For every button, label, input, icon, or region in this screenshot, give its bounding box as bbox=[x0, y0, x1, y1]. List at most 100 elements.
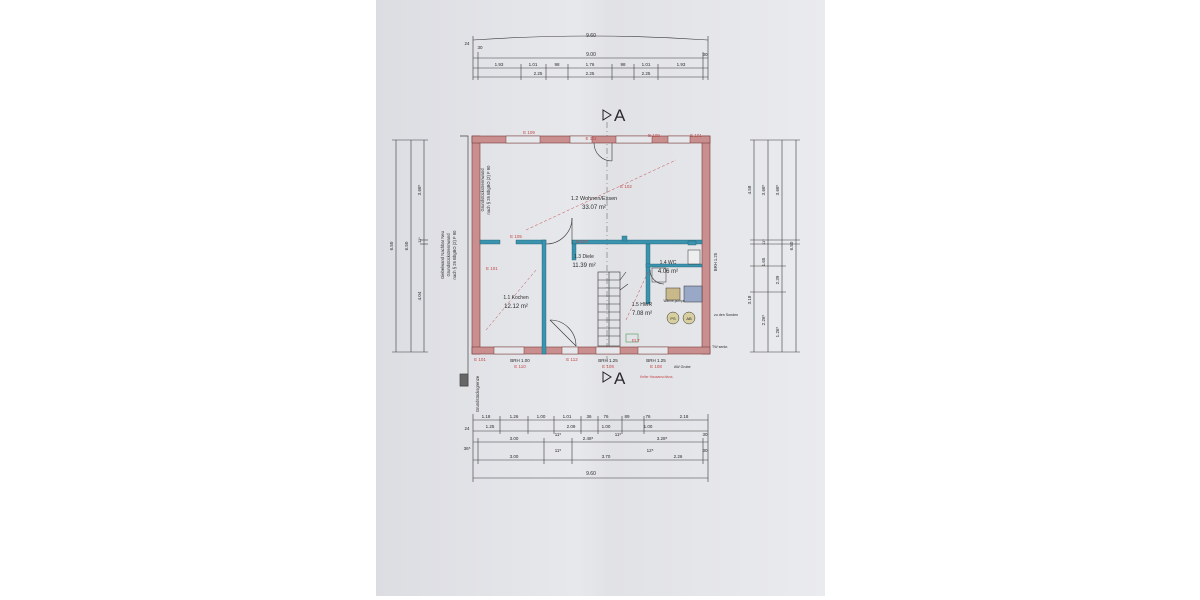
dim-left-4: 11⁵ bbox=[417, 237, 422, 243]
room-labels: 1.2 Wohnen/Essen 33.07 m² 1.3 Diele 11.3… bbox=[503, 196, 678, 317]
dim-top-r3-4: 1.76 bbox=[586, 62, 595, 67]
dim-bottom-r3-6: 3.28⁵ bbox=[657, 436, 668, 441]
staircase bbox=[597, 271, 629, 347]
dim-bottom-r4-4: 3.70 bbox=[602, 454, 611, 459]
dim-top-r4-2: 2.25 bbox=[586, 71, 595, 76]
tag-top-2: E 111 bbox=[585, 136, 597, 141]
top-dimension-chains bbox=[472, 35, 709, 80]
dim-top-total: 9.60 bbox=[586, 33, 596, 39]
dim-bottom-r2-3: 1.00 bbox=[602, 424, 611, 429]
plan-sheet: 9.60 24 30 9.00 30 1.93 1.01 98 1.76 98 … bbox=[376, 0, 825, 596]
fixture-tw: TW senkr. bbox=[712, 345, 728, 349]
tag-left-room: E 101 bbox=[486, 266, 498, 271]
fixture-ps: PS bbox=[670, 316, 676, 321]
dim-bottom-r1-5: 36 bbox=[586, 414, 592, 419]
section-label-top: A bbox=[614, 106, 626, 125]
dim-top-24: 24 bbox=[464, 41, 470, 46]
room-wc-name: 1.4 WC bbox=[660, 260, 677, 266]
dim-left-2: 6.50 bbox=[404, 241, 409, 250]
dim-bottom-r1-7: 89 bbox=[624, 414, 630, 419]
dim-bottom-r4-1: 36⁵ bbox=[464, 446, 471, 451]
dim-bottom-r1-1: 1.18 bbox=[482, 414, 491, 419]
fixture-ground-probes: zu den Sonden bbox=[714, 313, 738, 317]
fixture-outside: Keller Hausanschluss bbox=[640, 375, 673, 379]
room-diele-name: 1.3 Diele bbox=[574, 254, 594, 260]
dim-top-r3-2: 1.01 bbox=[529, 62, 538, 67]
tag-top-1: E 109 bbox=[523, 130, 535, 135]
window-tags: E 109 E 111 E 109 E 101 E 105 E 107 E 10… bbox=[474, 130, 718, 369]
tag-bottom-5: E 108 bbox=[650, 364, 662, 369]
tag-mid-left: E 105 bbox=[510, 234, 522, 239]
tag-mid-diag: E 102 bbox=[620, 184, 632, 189]
far-left-note-3: nach § 26 BbgBO (2) F 90 bbox=[452, 230, 457, 280]
dim-right-3: 3.68⁵ bbox=[775, 185, 780, 196]
floor-plan: 9.60 24 30 9.00 30 1.93 1.01 98 1.76 98 … bbox=[389, 33, 800, 482]
tag-mid-center: E 107 bbox=[576, 239, 588, 244]
dim-top-r3-1: 1.93 bbox=[495, 62, 504, 67]
section-mark-top: A bbox=[602, 106, 626, 125]
far-left-note-1: Giebelwand Nachbar Neu bbox=[440, 230, 445, 279]
dim-bottom-r3-3: 11⁵ bbox=[555, 432, 562, 437]
tag-bottom-1: E 101 bbox=[474, 357, 486, 362]
room-kochen-area: 12.12 m² bbox=[504, 304, 528, 310]
dim-bottom-r3-4: 2.48⁵ bbox=[583, 436, 594, 441]
far-left-note-2: Grundstückstrennwand bbox=[446, 233, 451, 277]
bottom-dimension-chains bbox=[472, 414, 709, 482]
dim-top-r3-5: 98 bbox=[620, 62, 626, 67]
neighbor-wall bbox=[459, 135, 469, 387]
dim-bottom-r2-4: 1.00 bbox=[644, 424, 653, 429]
dim-top-r4-1: 2.25 bbox=[534, 71, 543, 76]
section-label-bottom: A bbox=[614, 369, 626, 388]
dim-right-5: 1.65 bbox=[761, 257, 766, 266]
dim-left-5: 4.04 bbox=[417, 291, 422, 300]
dashed-guides bbox=[485, 159, 677, 331]
dim-right-7: 3.18 bbox=[747, 295, 752, 304]
left-wall-note-2: nach § 26 BbgBO (2) F 90 bbox=[486, 165, 491, 215]
dim-bottom-r4-6: 2.26 bbox=[674, 454, 683, 459]
property-line-label: Grundstücksgrenze bbox=[475, 375, 480, 412]
brh-4: BRH 1.25 bbox=[713, 252, 718, 271]
tag-top-3: E 109 bbox=[648, 133, 660, 138]
room-hwr-area: 7.08 m² bbox=[632, 311, 652, 317]
tag-bottom-3: E 112 bbox=[566, 357, 578, 362]
dim-bottom-r3-1: 24 bbox=[464, 426, 470, 431]
room-wohnen-name: 1.2 Wohnen/Essen bbox=[571, 196, 617, 202]
fixture-heat-pump: Wärme-pumpe bbox=[663, 299, 684, 303]
tag-top-4: E 101 bbox=[690, 133, 702, 138]
dim-bottom-r1-2: 1.26 bbox=[510, 414, 519, 419]
fixture-ab: AB bbox=[686, 316, 692, 321]
left-dimension-chains bbox=[392, 139, 428, 353]
dim-bottom-r1-8: 76 bbox=[645, 414, 651, 419]
dim-top-30b: 30 bbox=[702, 52, 708, 57]
dim-bottom-r4-5: 12⁵ bbox=[647, 448, 654, 453]
dim-right-6: 2.39 bbox=[775, 275, 780, 284]
dim-right-10: 6.50 bbox=[789, 241, 794, 250]
dim-top-inner: 9.00 bbox=[586, 52, 596, 58]
brh-2: BRH 1.25 bbox=[598, 358, 618, 363]
dim-bottom-total: 9.60 bbox=[586, 471, 596, 477]
room-kochen-name: 1.1 Kochen bbox=[503, 295, 529, 301]
dim-right-2: 3.68⁵ bbox=[761, 185, 766, 196]
brh-1: BRH 1.00 bbox=[510, 358, 530, 363]
dim-top-r3-7: 1.93 bbox=[677, 62, 686, 67]
brh-3: BRH 1.25 bbox=[646, 358, 666, 363]
room-wohnen-area: 33.07 m² bbox=[582, 205, 606, 211]
room-diele-area: 11.39 m² bbox=[572, 263, 595, 269]
wall-descriptions: Grundstückstrennwand nach § 26 BbgBO (2)… bbox=[440, 165, 491, 412]
window-openings bbox=[493, 135, 691, 355]
left-wall-note-1: Grundstückstrennwand bbox=[480, 168, 485, 212]
fixture-aw: AW Grube bbox=[674, 365, 691, 369]
right-dimension-chains bbox=[750, 139, 800, 353]
dim-bottom-r1-3: 1.00 bbox=[537, 414, 546, 419]
dim-left-1: 6.50 bbox=[389, 241, 394, 250]
dim-right-1: 4.58 bbox=[747, 185, 752, 194]
room-hwr-name: 1.5 HWR bbox=[632, 302, 653, 308]
dim-bottom-r1-9: 2.18 bbox=[680, 414, 689, 419]
fixture-elt: ELT bbox=[632, 338, 640, 343]
dim-top-30a: 30 bbox=[477, 45, 483, 50]
section-mark-bottom: A bbox=[602, 369, 626, 388]
dim-bottom-r3-7: 30 bbox=[702, 432, 708, 437]
dim-left-3: 3.68⁵ bbox=[417, 185, 422, 196]
dim-bottom-r2-2: 2.09 bbox=[567, 424, 576, 429]
door-swings bbox=[545, 142, 665, 347]
